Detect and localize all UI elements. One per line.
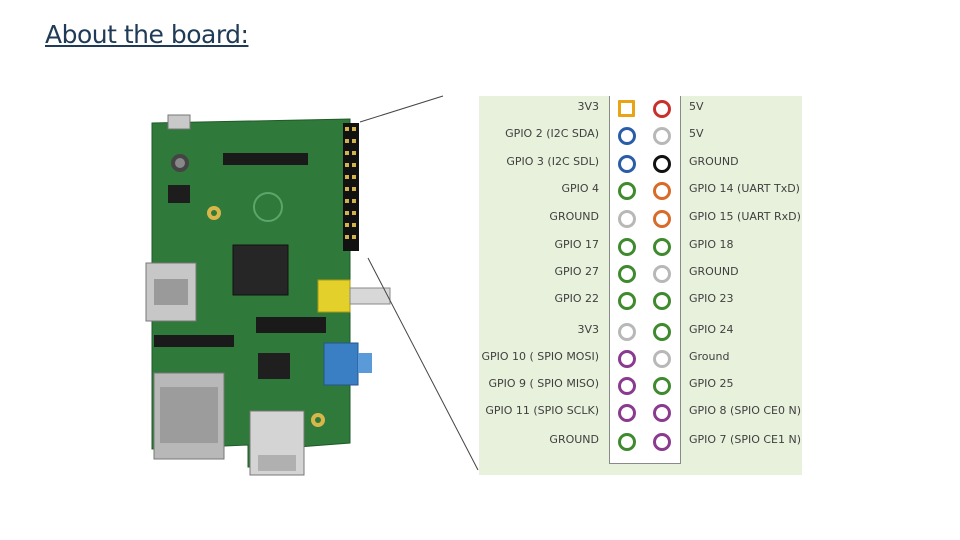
pin-row: GROUND GPIO 7 (SPIO CE1 N) bbox=[479, 429, 802, 453]
pin-label-right: GROUND bbox=[689, 265, 739, 278]
pin-row: GPIO 10 ( SPIO MOSI) Ground bbox=[479, 346, 802, 370]
pin-left bbox=[618, 377, 636, 395]
pin-row: GPIO 27 GROUND bbox=[479, 261, 802, 285]
pin-left bbox=[618, 127, 636, 145]
pin-right bbox=[653, 155, 671, 173]
pin-row: GPIO 17 GPIO 18 bbox=[479, 234, 802, 258]
pin-right bbox=[653, 100, 671, 118]
pin-label-left: GPIO 2 (I2C SDA) bbox=[505, 127, 599, 140]
pin-label-left: GPIO 27 bbox=[554, 265, 599, 278]
pin-label-left: 3V3 bbox=[577, 323, 599, 336]
pin-row: GPIO 11 (SPIO SCLK) GPIO 8 (SPIO CE0 N) bbox=[479, 400, 802, 424]
pin-row: GPIO 9 ( SPIO MISO) GPIO 25 bbox=[479, 373, 802, 397]
pin-label-left: GPIO 10 ( SPIO MOSI) bbox=[481, 350, 599, 363]
pin-right bbox=[653, 377, 671, 395]
pin-right bbox=[653, 210, 671, 228]
pin-label-left: GROUND bbox=[549, 433, 599, 446]
pin-label-left: GPIO 11 (SPIO SCLK) bbox=[485, 404, 599, 417]
pin-left bbox=[618, 238, 636, 256]
pin-label-right: GPIO 8 (SPIO CE0 N) bbox=[689, 404, 802, 417]
pin-right bbox=[653, 350, 671, 368]
pin-label-left: GPIO 22 bbox=[554, 292, 599, 305]
pin-label-right: Ground bbox=[689, 350, 730, 363]
pin-left bbox=[618, 155, 636, 173]
pin-right bbox=[653, 238, 671, 256]
pin-label-left: GROUND bbox=[549, 210, 599, 223]
pin-left bbox=[618, 265, 636, 283]
pin-label-right: GPIO 15 (UART RxD) bbox=[689, 210, 801, 223]
pin-right bbox=[653, 292, 671, 310]
pin-label-left: GPIO 17 bbox=[554, 238, 599, 251]
slide-title: About the board: bbox=[45, 20, 249, 49]
pin-right bbox=[653, 323, 671, 341]
pin-right bbox=[653, 404, 671, 422]
pin-label-right: GPIO 14 (UART TxD) bbox=[689, 182, 800, 195]
raspberry-pi-board-image bbox=[145, 114, 391, 476]
pin-label-left: GPIO 4 bbox=[561, 182, 599, 195]
pin-row: GPIO 2 (I2C SDA) 5V bbox=[479, 123, 802, 147]
pin-left bbox=[618, 100, 635, 117]
pin-row: 3V3 5V bbox=[479, 96, 802, 120]
pin-left bbox=[618, 210, 636, 228]
pin-right bbox=[653, 127, 671, 145]
pin-label-right: GPIO 7 (SPIO CE1 N) bbox=[689, 433, 802, 446]
pin-label-left: GPIO 9 ( SPIO MISO) bbox=[488, 377, 599, 390]
pin-right bbox=[653, 182, 671, 200]
pin-left bbox=[618, 433, 636, 451]
pin-row: GPIO 3 (I2C SDL) GROUND bbox=[479, 151, 802, 175]
pin-left bbox=[618, 404, 636, 422]
pin-label-right: 5V bbox=[689, 127, 704, 140]
pin-left bbox=[618, 182, 636, 200]
pin-left bbox=[618, 350, 636, 368]
pin-row: 3V3 GPIO 24 bbox=[479, 319, 802, 343]
pin-left bbox=[618, 323, 636, 341]
pin-row: GPIO 22 GPIO 23 bbox=[479, 288, 802, 312]
pin-label-left: 3V3 bbox=[577, 100, 599, 113]
pin-row: GROUND GPIO 15 (UART RxD) bbox=[479, 206, 802, 230]
pin-label-right: 5V bbox=[689, 100, 704, 113]
pin-label-right: GPIO 18 bbox=[689, 238, 734, 251]
pin-label-right: GPIO 25 bbox=[689, 377, 734, 390]
pin-label-left: GPIO 3 (I2C SDL) bbox=[506, 155, 599, 168]
pin-label-right: GPIO 24 bbox=[689, 323, 734, 336]
pin-left bbox=[618, 292, 636, 310]
pin-row: GPIO 4 GPIO 14 (UART TxD) bbox=[479, 178, 802, 202]
pin-label-right: GPIO 23 bbox=[689, 292, 734, 305]
pin-right bbox=[653, 433, 671, 451]
pin-label-right: GROUND bbox=[689, 155, 739, 168]
pin-right bbox=[653, 265, 671, 283]
